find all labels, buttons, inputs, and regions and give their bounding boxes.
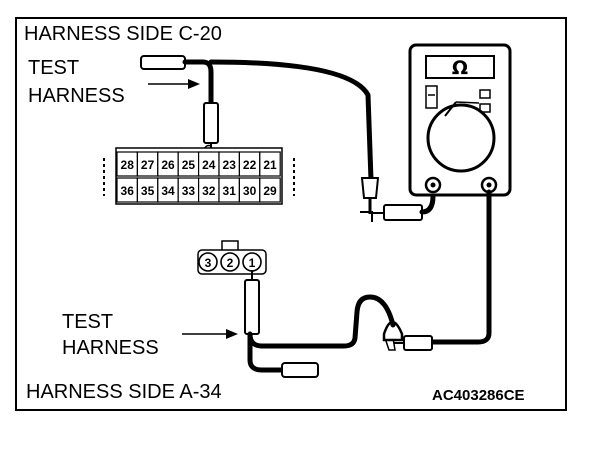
figure-code: AC403286CE [432, 387, 525, 404]
wire-c20-to-meter [208, 59, 374, 183]
a34-pin-number: 2 [227, 256, 234, 270]
ohm-symbol: Ω [452, 57, 468, 79]
meter-button-top [479, 89, 491, 99]
meter-dial [426, 103, 496, 173]
connector-c20-bottom-row: 36 35 34 33 32 31 30 29 [116, 177, 281, 203]
harness-side-a34-label: HARNESS SIDE A-34 [26, 381, 222, 403]
connector-c20: 28 27 26 25 24 23 22 21 36 35 34 33 32 31 30 29 [103, 147, 295, 205]
c20-pin-number: 34 [161, 184, 175, 198]
dial-pointer [444, 101, 457, 117]
meter-probe-right [382, 320, 433, 351]
connector-a34-pins: 3 2 1 [198, 252, 262, 272]
c20-pin-number: 36 [121, 184, 135, 198]
c20-pin-number: 27 [141, 158, 155, 172]
meter-switch [425, 85, 438, 109]
ohmmeter-display [425, 55, 495, 79]
a34-pin-number: 3 [205, 256, 212, 270]
meter-probe-left [360, 177, 423, 222]
meter-button-bottom [479, 103, 491, 113]
test-harness-bottom-label-line1: TEST [62, 311, 113, 333]
c20-pin-number: 29 [263, 184, 277, 198]
ohmmeter: Ω [408, 43, 512, 197]
bottom-harness-probe [244, 279, 260, 335]
c20-pin-number: 32 [202, 184, 216, 198]
wire-meter-to-a34 [429, 189, 492, 345]
a34-pin-number: 1 [249, 256, 256, 270]
test-harness-top-label-line2: HARNESS [28, 85, 125, 107]
connector-a34: 3 2 1 [197, 240, 267, 275]
a34-pin-circle [198, 252, 218, 272]
c20-pin-number: 23 [223, 158, 237, 172]
wire-a34-harness-loop [247, 294, 396, 349]
top-harness-probe [203, 102, 219, 144]
top-harness-lead [140, 55, 219, 152]
c20-pin-number: 31 [223, 184, 237, 198]
c20-pin-number: 25 [182, 158, 196, 172]
c20-pin-cell [259, 151, 281, 177]
test-harness-top-label-line1: TEST [28, 57, 79, 79]
c20-pin-number: 28 [121, 158, 135, 172]
c20-pin-number: 21 [263, 158, 277, 172]
top-harness-plug [140, 55, 186, 70]
c20-pin-number: 33 [182, 184, 196, 198]
test-harness-bottom-label-line2: HARNESS [62, 337, 159, 359]
c20-pin-number: 35 [141, 184, 155, 198]
c20-pin-number: 26 [161, 158, 175, 172]
c20-pin-number: 22 [243, 158, 257, 172]
bottom-test-harness-arrow [182, 329, 238, 339]
c20-pin-number: 24 [202, 158, 216, 172]
top-test-harness-arrow [148, 79, 200, 89]
harness-side-c20-label: HARNESS SIDE C-20 [24, 23, 222, 45]
diagram-frame [15, 17, 567, 411]
connector-c20-top-row: 28 27 26 25 24 23 22 21 [116, 151, 281, 177]
c20-pin-number: 30 [243, 184, 257, 198]
a34-pin-circle [220, 252, 240, 272]
bottom-harness-plug [281, 362, 319, 378]
c20-pin-cell [259, 177, 281, 203]
bottom-harness-lead [244, 270, 319, 378]
